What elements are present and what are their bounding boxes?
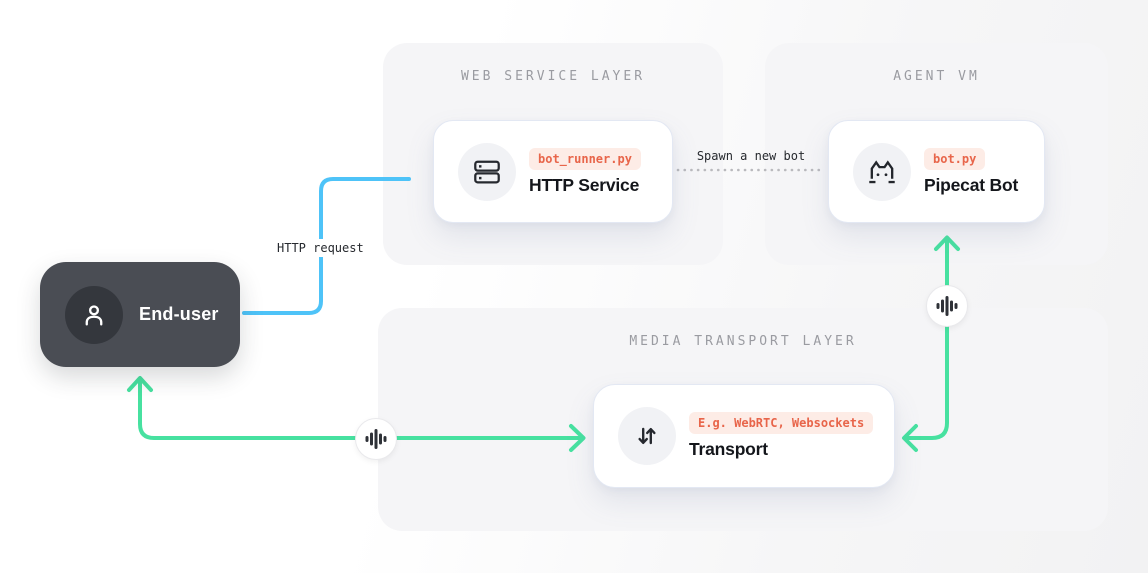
pipecat-bot-badge: bot.py (924, 147, 986, 170)
person-icon (65, 285, 123, 344)
end-user-title: End-user (139, 304, 219, 324)
transport-title: Transport (689, 439, 768, 459)
panel-title-agent-vm: AGENT VM (893, 69, 980, 84)
bot-media-connector (902, 235, 960, 452)
panel-title-media-transport-layer: MEDIA TRANSPORT LAYER (629, 334, 857, 349)
up-down-arrows-icon (618, 407, 676, 465)
node-transport: E.g. WebRTC, Websockets Transport (593, 384, 895, 488)
pipecat-cat-icon (853, 142, 911, 201)
audio-waveform-icon (926, 285, 968, 327)
node-pipecat-bot: bot.py Pipecat Bot (828, 120, 1045, 223)
server-icon (458, 142, 516, 201)
node-http-service: bot_runner.py HTTP Service (433, 120, 673, 223)
node-end-user: End-user (40, 262, 240, 367)
user-media-connector (127, 376, 586, 452)
panel-title-web-service-layer: WEB SERVICE LAYER (460, 69, 646, 84)
http-request-label: HTTP request (272, 239, 369, 257)
audio-waveform-icon (355, 418, 397, 460)
http-service-title: HTTP Service (529, 174, 640, 195)
transport-badge: E.g. WebRTC, Websockets (689, 412, 874, 434)
http-service-badge: bot_runner.py (529, 147, 641, 170)
spawn-bot-label: Spawn a new bot (696, 149, 806, 163)
pipecat-bot-title: Pipecat Bot (924, 174, 1019, 195)
